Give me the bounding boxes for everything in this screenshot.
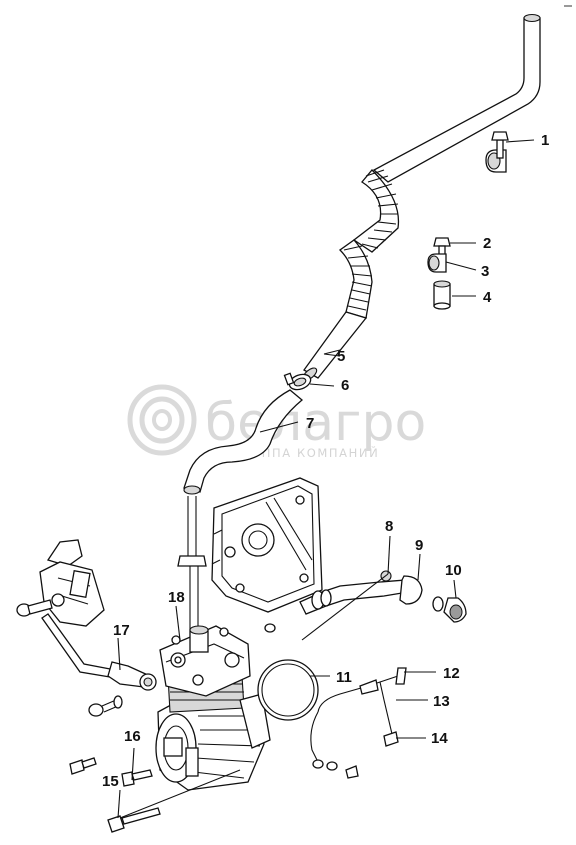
callout-5: 5 bbox=[337, 348, 345, 365]
callout-15: 15 bbox=[102, 773, 119, 790]
clamp-3 bbox=[427, 253, 447, 273]
callout-1: 1 bbox=[541, 132, 549, 149]
bolt-16 bbox=[121, 769, 153, 787]
hose-clamp-6 bbox=[283, 372, 312, 391]
corrugated-hose-upper bbox=[352, 169, 400, 253]
hose-7 bbox=[183, 389, 304, 495]
vertical-tube bbox=[177, 496, 207, 630]
callout-13: 13 bbox=[433, 693, 450, 710]
callout-8: 8 bbox=[385, 518, 393, 535]
o-ring-11 bbox=[257, 659, 319, 721]
pipe-assembly bbox=[299, 570, 467, 623]
leader-lines bbox=[117, 139, 535, 819]
left-bracket bbox=[39, 539, 105, 627]
oil-line bbox=[310, 667, 407, 779]
callout-17: 17 bbox=[113, 622, 130, 639]
callout-11: 11 bbox=[336, 669, 352, 686]
bolt-small-left bbox=[69, 757, 97, 775]
bolt-left bbox=[88, 695, 123, 717]
clamp-1 bbox=[485, 131, 509, 173]
spacer-4 bbox=[433, 280, 451, 310]
watermark-logo bbox=[127, 384, 197, 456]
callout-14: 14 bbox=[431, 730, 448, 747]
gear-housing-cover bbox=[211, 477, 323, 613]
callout-9: 9 bbox=[415, 537, 423, 554]
callout-4: 4 bbox=[483, 289, 492, 306]
rod-17 bbox=[16, 599, 157, 691]
watermark-tagline: ГРУППА КОМПАНИЙ bbox=[236, 445, 379, 460]
callout-16: 16 bbox=[124, 728, 141, 745]
air-compressor bbox=[155, 623, 276, 791]
callout-2: 2 bbox=[483, 235, 491, 252]
callout-6: 6 bbox=[341, 377, 349, 394]
callout-12: 12 bbox=[443, 665, 460, 682]
callout-10: 10 bbox=[445, 562, 462, 579]
callout-7: 7 bbox=[306, 415, 314, 432]
callout-labels: 1 2 3 4 5 6 7 8 9 10 11 12 13 14 15 16 1… bbox=[102, 132, 549, 790]
callout-3: 3 bbox=[481, 263, 489, 280]
bolt-15 bbox=[107, 807, 161, 833]
corrugated-hose-lower bbox=[338, 239, 373, 319]
upper-pipe bbox=[302, 13, 541, 381]
callout-18: 18 bbox=[168, 589, 185, 606]
